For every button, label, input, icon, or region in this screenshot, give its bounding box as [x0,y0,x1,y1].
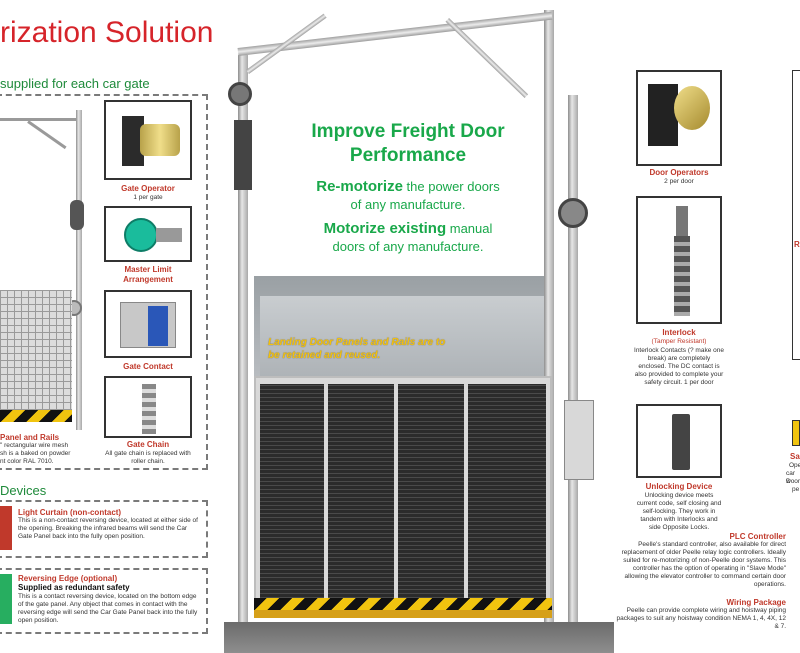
landing-panel-upper [260,296,554,376]
gate-operator-sub: 1 per gate [133,194,163,201]
page-title: rization Solution [0,16,214,49]
door-grille-4 [468,384,546,606]
edge-fragment-op1: Ope [789,462,800,469]
master-limit-tile [104,206,192,262]
top-rail [237,11,553,56]
panel-rails-line1: " rectangular wire mesh [0,442,69,449]
master-limit-label: Master Limit Arrangement [123,265,173,284]
edge-fragment-op4: pe [792,486,800,493]
hero-line-4: doors of any manufacture. [332,239,484,254]
panel-rails-title: Panel and Rails [0,433,60,442]
door-grille-1 [260,384,324,606]
door-grille-3 [398,384,464,606]
edge-fragment-r: R [794,240,800,249]
interlock-tile [636,196,722,324]
gate-chain-label: Gate Chain [126,440,170,449]
supplied-note: supplied for each car gate [0,76,150,91]
right-post [568,95,578,635]
interlock-label2: (Tamper Resistant) [651,338,707,345]
reversing-edge-desc: This is a contact reversing device, loca… [18,593,198,624]
interlock-image [674,236,690,316]
car-gate-box [0,94,208,470]
right-pulley [558,198,588,228]
door-grille-2 [328,384,394,606]
car-gate-drawing [0,100,100,440]
edge-yellow-box [792,420,800,446]
interlock-sub: Interlock Contacts (? make one break) ar… [634,347,724,386]
plc-title: PLC Controller [729,532,786,541]
unlocking-device-label: Unlocking Device [645,482,713,491]
hero-line-2: of any manufacture. [350,197,466,212]
edge-fragment-sa: Sa [790,452,800,461]
gate-operator-label: Gate Operator [121,184,175,193]
panel-rails-line3: nt color RAL 7010. [0,458,54,465]
right-edge-column [792,70,800,360]
light-curtain-box [0,500,208,558]
gate-operator-tile [104,100,192,180]
gate-contact-tile [104,290,192,358]
edge-fragment-op2: car w [786,470,796,485]
unlocking-device-tile [636,404,722,478]
gate-chain-image [142,384,156,434]
door-operators-tile [636,70,722,166]
left-motor [234,120,252,190]
gate-contact-image [148,306,168,346]
panel-rails-line2: sh is a baked on powder [0,450,71,457]
wire-mesh-panel [0,290,72,410]
floor [224,622,614,653]
edge-fragment-op3: Door [786,478,800,485]
landing-door-note: Landing Door Panels and Rails are to be … [268,337,446,361]
hero-line-3: Motorize existing manual [268,220,548,237]
hero-title: Improve Freight Door Performance [311,121,505,166]
unlocking-device-image [672,414,690,470]
hazard-stripe [0,410,72,422]
master-limit-image [124,218,158,252]
gate-chain-tile [104,376,192,438]
reversing-edge-box [0,568,208,634]
hero-line-1-rest: the power doors [402,179,500,194]
hero-line-3-bold: Motorize existing [323,220,447,237]
wiring-desc: Peelle can provide complete wiring and h… [616,607,786,630]
hero-line-1-bold: Re-motorize [316,178,403,195]
light-curtain-desc: This is a non-contact reversing device, … [18,517,198,540]
left-pulley [228,82,252,106]
unlocking-device-sub: Unlocking device meets current code, sel… [636,492,722,531]
interlock-label: Interlock [662,328,696,337]
reversing-edge-title: Reversing Edge (optional) [18,574,118,583]
devices-heading: Devices [0,483,47,498]
door-hazard-stripe [254,598,552,610]
gate-operator-image [122,116,144,166]
plc-desc: Peelle's standard controller, also avail… [621,541,786,588]
left-post [238,55,248,645]
light-curtain-title: Light Curtain (non-contact) [18,508,122,517]
mid-post [544,10,554,635]
gate-chain-sub: All gate chain is replaced with roller c… [105,450,191,465]
door-operators-sub: 2 per door [664,178,694,185]
wiring-title: Wiring Package [726,598,786,607]
reversing-edge-subtitle: Supplied as redundant safety [18,583,130,592]
door-operators-label: Door Operators [649,168,709,177]
gate-contact-label: Gate Contact [123,362,173,371]
door-operator-image [648,84,678,146]
hero-line-3-rest: manual [446,221,493,236]
hoistway-drawing [224,0,614,653]
hero-line-1: Re-motorize the power doors [268,178,548,195]
